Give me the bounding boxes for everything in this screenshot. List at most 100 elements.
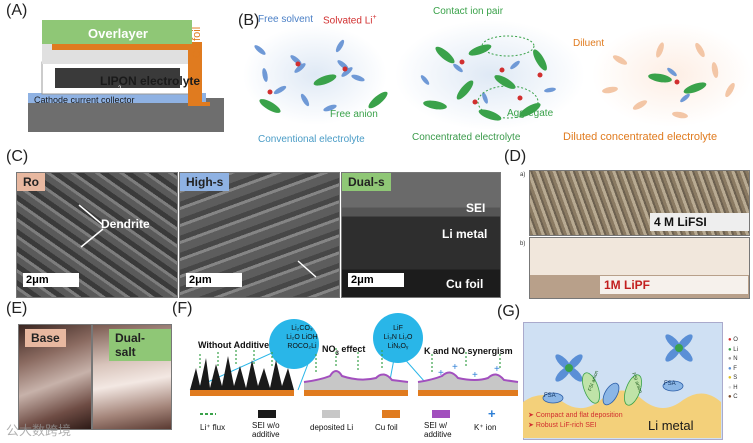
legend-flux: Li⁺ flux <box>200 423 226 432</box>
circle1-line3: ROCO₂Li <box>287 343 317 350</box>
d-a-label: a) <box>520 172 526 178</box>
aggregate-label: Aggregate <box>507 108 554 119</box>
concentrated-label: Concentrated electrolyte <box>412 132 521 143</box>
diluted-label: Diluted concentrated electrolyte <box>563 131 718 143</box>
dendrite-arrows <box>78 204 104 248</box>
g-bullet-1-text: Compact and flat deposition <box>535 412 623 419</box>
free-solvent-label: Free solvent <box>258 14 314 25</box>
d-b-label: b) <box>520 241 526 247</box>
panel-d-label: (D) <box>504 148 527 165</box>
dual-salt-tag: Dual-salt <box>109 329 171 361</box>
photo-1m: 1M LiPF <box>529 237 750 299</box>
g-leg-li: ● Li <box>728 346 738 353</box>
conventional-label: Conventional electrolyte <box>258 134 365 145</box>
no3-text: NO <box>322 344 336 354</box>
synergy-label: K and NO synergism <box>424 346 513 356</box>
scale-bar-room: 2μm <box>23 273 79 287</box>
a-cu-foil-label: Cu foil <box>191 26 203 58</box>
fsa-label-2: FSA <box>664 381 676 387</box>
overlayer-label: Overlayer <box>88 26 148 41</box>
room-tag: Ro <box>17 173 45 191</box>
contact-ion-pair-label: Contact ion pair <box>433 6 504 17</box>
g-leg-s-text: S <box>733 375 738 381</box>
svg-text:+: + <box>438 368 444 379</box>
no3-sub: 3 <box>335 350 339 357</box>
legend-sei-w: SEI w/ additive <box>424 421 452 439</box>
g-leg-c-text: C <box>733 394 738 400</box>
scale-bar-dual: 2μm <box>348 273 404 287</box>
g-leg-c: ● C <box>728 394 738 400</box>
conc2-label: 1M LiPF <box>600 276 748 294</box>
without-additive-label: Without Additive <box>198 340 270 350</box>
diluent-label: Diluent <box>573 38 605 49</box>
panel-b-label: (B) <box>238 12 260 29</box>
watermark: 公大数跨境 <box>6 423 72 438</box>
free-anion-label: Free anion <box>330 109 378 120</box>
c-li-metal-label: Li metal <box>442 227 488 241</box>
g-bullet-2-text: Robust LiF-rich SEI <box>535 422 597 429</box>
synergy-mid: and NO <box>433 346 466 356</box>
fsa-label-1: FSA <box>544 393 556 399</box>
circle2-text: LiF Li₃N Li₂O LiNₓOᵧ <box>376 324 420 351</box>
high-tag: High-s <box>180 173 230 191</box>
sei-label: SEI <box>466 201 486 215</box>
high-arrow <box>297 260 317 278</box>
panel-b-solvation-diagram <box>243 20 752 130</box>
lipon-label: LIPON electrolyte <box>100 74 201 88</box>
g-bullet-2: ➤ Robust LiF-rich SEI <box>528 422 597 429</box>
panel-f-label: (F) <box>172 300 193 317</box>
circle1-line2: Li₂O LiOH <box>286 334 318 341</box>
panel-c-label: (C) <box>6 148 29 165</box>
sem-image-dual: Dual-s SEI Li metal Cu foil 2μm <box>341 172 501 298</box>
g-leg-o: ● O <box>728 337 738 343</box>
g-legend: ● O ● Li ● N ● F ● S ● H ● C <box>728 336 752 403</box>
circle1-text: Li₂CO₃ Li₂O LiOH ROCO₂Li <box>280 324 324 351</box>
g-leg-li-text: Li <box>733 346 738 353</box>
sem-image-high: High-s 2μm <box>179 172 340 298</box>
svg-text:+: + <box>472 370 478 381</box>
circle2-line2: Li₃N Li₂O <box>383 334 413 341</box>
lipon-subscript: 2 <box>118 86 122 92</box>
no3-effect-label: NO3 effect <box>322 344 365 357</box>
g-leg-f-text: F <box>733 365 737 372</box>
photo-base: Base <box>18 324 92 430</box>
solvated-li-sup: + <box>372 14 377 21</box>
synergy-tail: synergism <box>467 346 513 356</box>
synergy-k: K <box>424 346 431 356</box>
g-leg-h-text: H <box>733 384 738 391</box>
base-tag: Base <box>25 329 66 347</box>
scale-bar-high: 2μm <box>186 273 242 287</box>
svg-text:+: + <box>494 364 500 375</box>
conc1-label: 4 M LiFSI <box>650 213 749 231</box>
solvated-li-text: Solvated Li <box>323 15 373 27</box>
g-leg-h: ● H <box>728 384 738 391</box>
panel-a-label: (A) <box>6 2 28 19</box>
legend-cu: Cu foil <box>375 423 398 432</box>
circle1-line1: Li₂CO₃ <box>291 325 313 332</box>
photo-dual-salt: Dual-salt <box>92 324 172 430</box>
legend-sei: SEI w/o additive <box>252 421 280 439</box>
c-cu-foil-label: Cu foil <box>446 277 484 291</box>
legend-deposited: deposited Li <box>310 423 354 432</box>
legend-k: K⁺ ion <box>474 423 497 432</box>
panel-g-diagram <box>523 334 721 438</box>
dual-tag: Dual-s <box>342 173 391 191</box>
g-leg-o-text: O <box>733 337 738 343</box>
svg-text:+: + <box>452 362 458 373</box>
circle2-line3: LiNₓOᵧ <box>387 343 409 350</box>
dendrite-label: Dendrite <box>101 217 150 231</box>
panel-a-diagram <box>28 20 224 132</box>
cathode-label: Cathode current collector <box>34 95 135 105</box>
sem-image-room: Ro Dendrite 2μm <box>16 172 178 298</box>
g-leg-s: ● S <box>728 375 738 381</box>
g-leg-n-text: N <box>733 356 738 362</box>
circle2-line1: LiF <box>393 325 403 332</box>
g-leg-n: ● N <box>728 356 738 362</box>
no3-effect-tail: effect <box>341 344 366 354</box>
panel-f-diagram: + + + + + <box>189 313 519 421</box>
g-leg-f: ● F <box>728 365 737 372</box>
svg-text:+: + <box>488 406 496 421</box>
photo-4m: 4 M LiFSI <box>529 170 750 236</box>
panel-g-label: (G) <box>497 303 521 320</box>
panel-e-label: (E) <box>6 300 28 317</box>
